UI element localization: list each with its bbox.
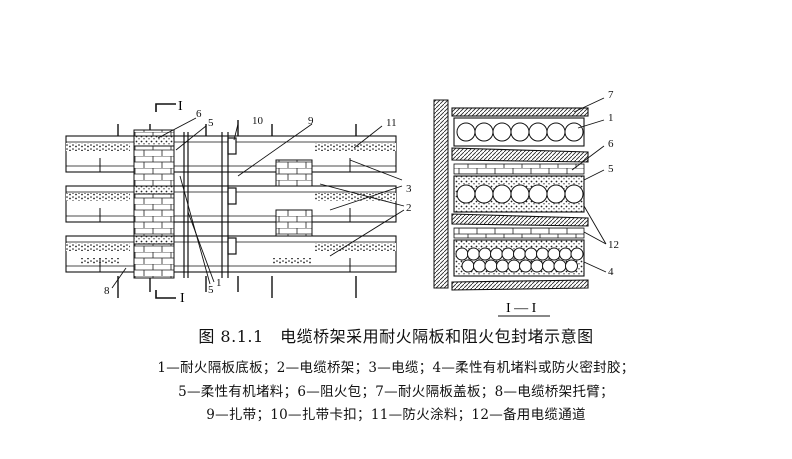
leader-lines	[111, 117, 405, 289]
cable-circle	[467, 247, 480, 261]
section-cut-marks	[155, 103, 176, 299]
cable-circle	[565, 259, 578, 273]
cable-circle	[510, 122, 530, 142]
cable-circle	[513, 247, 526, 261]
cable-circle	[536, 247, 549, 261]
callout-4: 4	[608, 266, 614, 278]
cable-circle	[564, 122, 584, 142]
cable-circle	[546, 184, 566, 204]
callout-5-lower: 5	[208, 284, 214, 296]
section-leader-lines	[571, 97, 607, 273]
callout-8: 8	[104, 285, 110, 297]
cable-circle	[530, 259, 544, 273]
callout-5-section: 5	[608, 163, 614, 175]
cable-circle	[559, 247, 572, 261]
callout-5: 5	[208, 117, 214, 129]
cable-circle	[474, 184, 494, 204]
cable-circle	[496, 259, 509, 273]
callout-2: 2	[406, 202, 412, 214]
plan-view: I I 6 5 10 9 11 3 2 8 5 1	[65, 99, 412, 306]
cable-circle	[547, 247, 561, 261]
cable-circle	[524, 247, 538, 261]
cable-circle	[484, 259, 498, 273]
cable-circle	[478, 247, 492, 261]
cable-circle	[528, 184, 548, 204]
callout-1-lower: 1	[216, 277, 222, 289]
cable-circle	[546, 122, 566, 142]
cable-circle	[490, 247, 503, 261]
section-view: 7 1 6 5 12 4 I — I	[433, 89, 619, 317]
cable-circle	[492, 184, 512, 204]
section-mark-top: I	[178, 99, 183, 114]
cable-circle	[455, 247, 469, 261]
figure-diagram: I I 6 5 10 9 11 3 2 8 5 1	[65, 89, 619, 317]
legend-line-3: 9—扎带；10—扎带卡扣；11—防火涂料；12—备用电缆通道	[206, 407, 586, 423]
cable-circle	[564, 184, 584, 204]
cable-circle	[510, 184, 530, 204]
cable-circle	[456, 122, 476, 142]
wall	[433, 99, 449, 289]
cable-circle	[456, 184, 476, 204]
section-label: I — I	[506, 301, 537, 316]
callout-12: 12	[608, 239, 619, 251]
callout-6-section: 6	[608, 138, 614, 150]
callout-3: 3	[406, 183, 412, 195]
cable-circle	[570, 247, 584, 261]
cable-circle	[542, 259, 555, 273]
callout-11: 11	[386, 117, 397, 129]
cable-circle	[528, 122, 548, 142]
callout-10: 10	[252, 115, 264, 127]
tray-marks	[99, 158, 351, 272]
figure-title: 图 8.1.1 电缆桥架采用耐火隔板和阻火包封堵示意图	[198, 327, 594, 346]
callout-9: 9	[308, 115, 314, 127]
callout-6: 6	[196, 108, 202, 120]
callout-1: 1	[608, 112, 614, 124]
callout-7: 7	[608, 89, 614, 101]
fire-bag-block-right	[275, 159, 313, 237]
cable-circle	[553, 259, 567, 273]
legend-line-2: 5—柔性有机堵料；6—阻火包；7—耐火隔板盖板；8—电缆桥架托臂；	[178, 384, 614, 400]
cable-circle	[492, 122, 512, 142]
cable-circle	[519, 259, 532, 273]
cable-circle	[507, 259, 521, 273]
fire-bag-block	[133, 129, 175, 279]
cable-circle	[501, 247, 515, 261]
cable-circle	[473, 259, 486, 273]
cable-circle	[461, 259, 475, 273]
cable-circle	[474, 122, 494, 142]
legend-line-1: 1—耐火隔板底板；2—电缆桥架；3—电缆；4—柔性有机堵料或防火密封胶；	[157, 360, 635, 376]
cables	[455, 122, 584, 273]
section-mark-bottom: I	[180, 291, 185, 306]
